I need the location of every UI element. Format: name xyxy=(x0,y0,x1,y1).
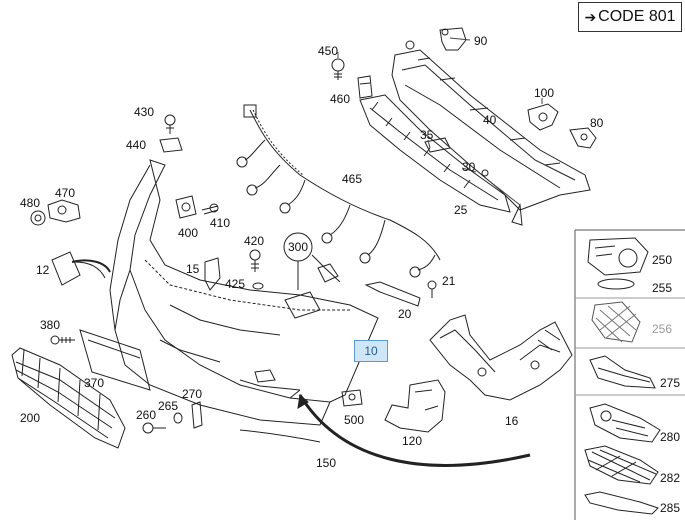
callout-30[interactable]: 30 xyxy=(462,160,476,174)
code-header: ➔ CODE 801 xyxy=(578,2,682,32)
plate-holder-370-part[interactable] xyxy=(79,329,151,391)
callout-465[interactable]: 465 xyxy=(342,172,363,186)
callout-90[interactable]: 90 xyxy=(474,34,488,48)
callout-200[interactable]: 200 xyxy=(20,411,41,425)
callout-440[interactable]: 440 xyxy=(126,138,147,152)
sensor-470-part[interactable] xyxy=(47,199,81,223)
callout-25[interactable]: 25 xyxy=(454,203,468,217)
bumper-reinforcement-part[interactable] xyxy=(391,40,591,226)
callout-16[interactable]: 16 xyxy=(505,414,519,428)
bracket-arrow xyxy=(71,259,111,273)
bracket-270-part[interactable] xyxy=(191,401,203,429)
callout-20[interactable]: 20 xyxy=(398,307,412,321)
strip-285-part[interactable] xyxy=(584,491,659,515)
grille-insert-256-part[interactable] xyxy=(591,301,641,343)
clip-460-part[interactable] xyxy=(357,75,373,99)
callout-100[interactable]: 100 xyxy=(534,86,555,100)
grille-282-part[interactable] xyxy=(584,445,659,485)
bumper-cover-part[interactable] xyxy=(109,159,379,426)
screw-380-part[interactable] xyxy=(50,335,75,345)
fog-cover-250-part[interactable] xyxy=(587,237,649,276)
screw-260-part[interactable] xyxy=(142,422,166,434)
callout-370[interactable]: 370 xyxy=(84,376,105,390)
callout-470[interactable]: 470 xyxy=(55,186,76,200)
callout-35[interactable]: 35 xyxy=(420,128,434,142)
callout-150[interactable]: 150 xyxy=(316,456,337,470)
bracket-15-part[interactable] xyxy=(204,257,221,291)
washer-265-part[interactable] xyxy=(173,412,183,424)
callout-282[interactable]: 282 xyxy=(660,471,681,485)
callout-260[interactable]: 260 xyxy=(136,408,157,422)
code-label: CODE 801 xyxy=(598,8,676,25)
impact-strip-part[interactable] xyxy=(359,94,511,213)
direction-arrow xyxy=(298,394,531,467)
callout-265[interactable]: 265 xyxy=(158,399,179,413)
callout-285[interactable]: 285 xyxy=(660,501,681,515)
callout-500[interactable]: 500 xyxy=(344,413,365,427)
deflector-120-part[interactable] xyxy=(384,379,446,433)
washer-425-part[interactable] xyxy=(252,282,264,290)
bracket-100-part[interactable] xyxy=(527,103,559,131)
bracket-80-part[interactable] xyxy=(569,127,597,149)
selected-part-10[interactable]: 10 xyxy=(354,340,388,362)
screw-450-part[interactable] xyxy=(331,58,345,80)
callout-255[interactable]: 255 xyxy=(652,281,673,295)
detail-300-callout[interactable] xyxy=(283,232,341,290)
callout-480[interactable]: 480 xyxy=(20,196,41,210)
callout-460[interactable]: 460 xyxy=(330,92,351,106)
callout-250[interactable]: 250 xyxy=(652,253,673,267)
trim-strip-20-part[interactable] xyxy=(364,281,421,307)
leader-lines xyxy=(337,37,543,206)
callout-425[interactable]: 425 xyxy=(225,277,246,291)
clip-440-part[interactable] xyxy=(159,137,183,153)
side-bracket-16-part[interactable] xyxy=(429,314,573,401)
callout-270[interactable]: 270 xyxy=(182,387,203,401)
lower-grille-200-part[interactable] xyxy=(11,347,126,449)
screw-410-part[interactable] xyxy=(201,203,219,215)
callout-450[interactable]: 450 xyxy=(318,44,339,58)
grille-280-part[interactable] xyxy=(589,403,661,443)
callout-256[interactable]: 256 xyxy=(652,322,673,336)
direction-arrowhead xyxy=(297,394,309,409)
fog-ring-255-part[interactable] xyxy=(597,278,635,290)
screw-430-part[interactable] xyxy=(164,114,176,134)
callout-380[interactable]: 380 xyxy=(40,318,61,332)
callout-15[interactable]: 15 xyxy=(186,262,200,276)
bracket-90-part[interactable] xyxy=(439,27,467,51)
callout-275[interactable]: 275 xyxy=(660,376,681,390)
callout-420[interactable]: 420 xyxy=(244,234,265,248)
callout-410[interactable]: 410 xyxy=(210,216,231,230)
bracket-12-part[interactable] xyxy=(51,251,106,286)
wiring-harness-part[interactable] xyxy=(236,104,441,278)
arrow-right-icon: ➔ xyxy=(584,8,597,25)
callout-400[interactable]: 400 xyxy=(178,226,199,240)
callout-12[interactable]: 12 xyxy=(36,263,50,277)
trim-150-part[interactable] xyxy=(239,429,321,443)
trim-275-part[interactable] xyxy=(589,355,656,389)
callout-300[interactable]: 300 xyxy=(287,240,309,254)
screw-420-part[interactable] xyxy=(249,249,261,272)
callout-120[interactable]: 120 xyxy=(402,434,423,448)
screw-21-part[interactable] xyxy=(427,280,437,298)
callout-430[interactable]: 430 xyxy=(134,105,155,119)
callout-80[interactable]: 80 xyxy=(590,116,604,130)
callout-21[interactable]: 21 xyxy=(442,274,456,288)
ring-480-part[interactable] xyxy=(30,210,46,226)
callout-280[interactable]: 280 xyxy=(660,430,681,444)
callout-40[interactable]: 40 xyxy=(483,113,497,127)
side-panel xyxy=(574,229,685,520)
sensor-holder-400-part[interactable] xyxy=(175,195,197,219)
clip-500-part[interactable] xyxy=(341,389,363,407)
